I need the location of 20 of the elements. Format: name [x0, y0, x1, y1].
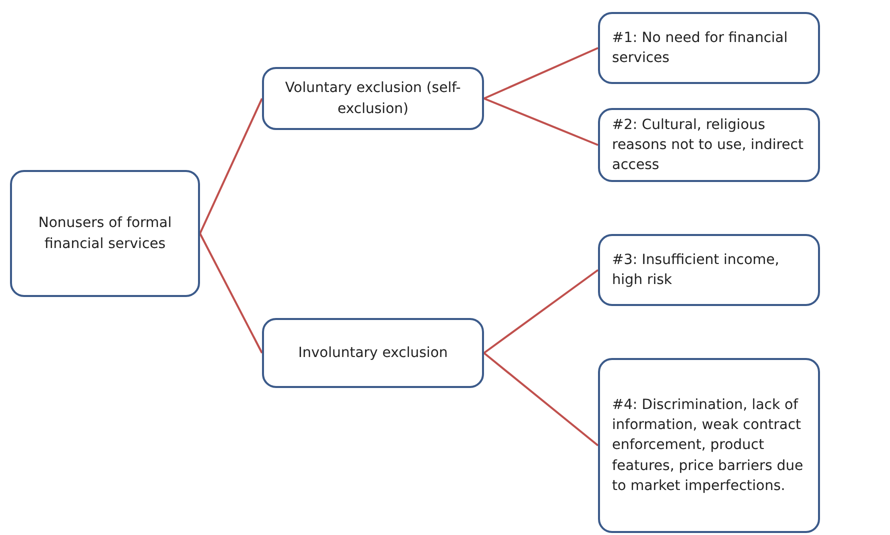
box-text: Involuntary exclusion: [298, 344, 448, 363]
connector-line: [483, 352, 599, 446]
box-text: #1: No need for financial services: [612, 28, 789, 68]
connector-line: [199, 233, 263, 354]
connector-line: [199, 98, 263, 234]
box-text: #4: Discrimination, lack of information, weak contract enforcement, product features, price barriers due to market imperfections.: [612, 396, 804, 496]
process-box: [598, 12, 820, 84]
box-text: Voluntary exclusion (self-exclusion): [284, 79, 462, 118]
process-box: [10, 170, 200, 297]
connector-line: [484, 47, 598, 100]
process-box: [598, 358, 820, 533]
box-text: #3: Insufficient income, high risk: [612, 250, 780, 290]
box-text: #2: Cultural, religious reasons not to use, indirect access: [612, 116, 804, 176]
process-box: [598, 108, 820, 182]
process-box: [262, 318, 484, 388]
connector-line: [484, 98, 598, 146]
process-box: [262, 67, 484, 130]
connector-line: [483, 269, 599, 354]
process-box: [598, 234, 820, 306]
box-text: Nonusers of formal financial services: [37, 214, 173, 254]
